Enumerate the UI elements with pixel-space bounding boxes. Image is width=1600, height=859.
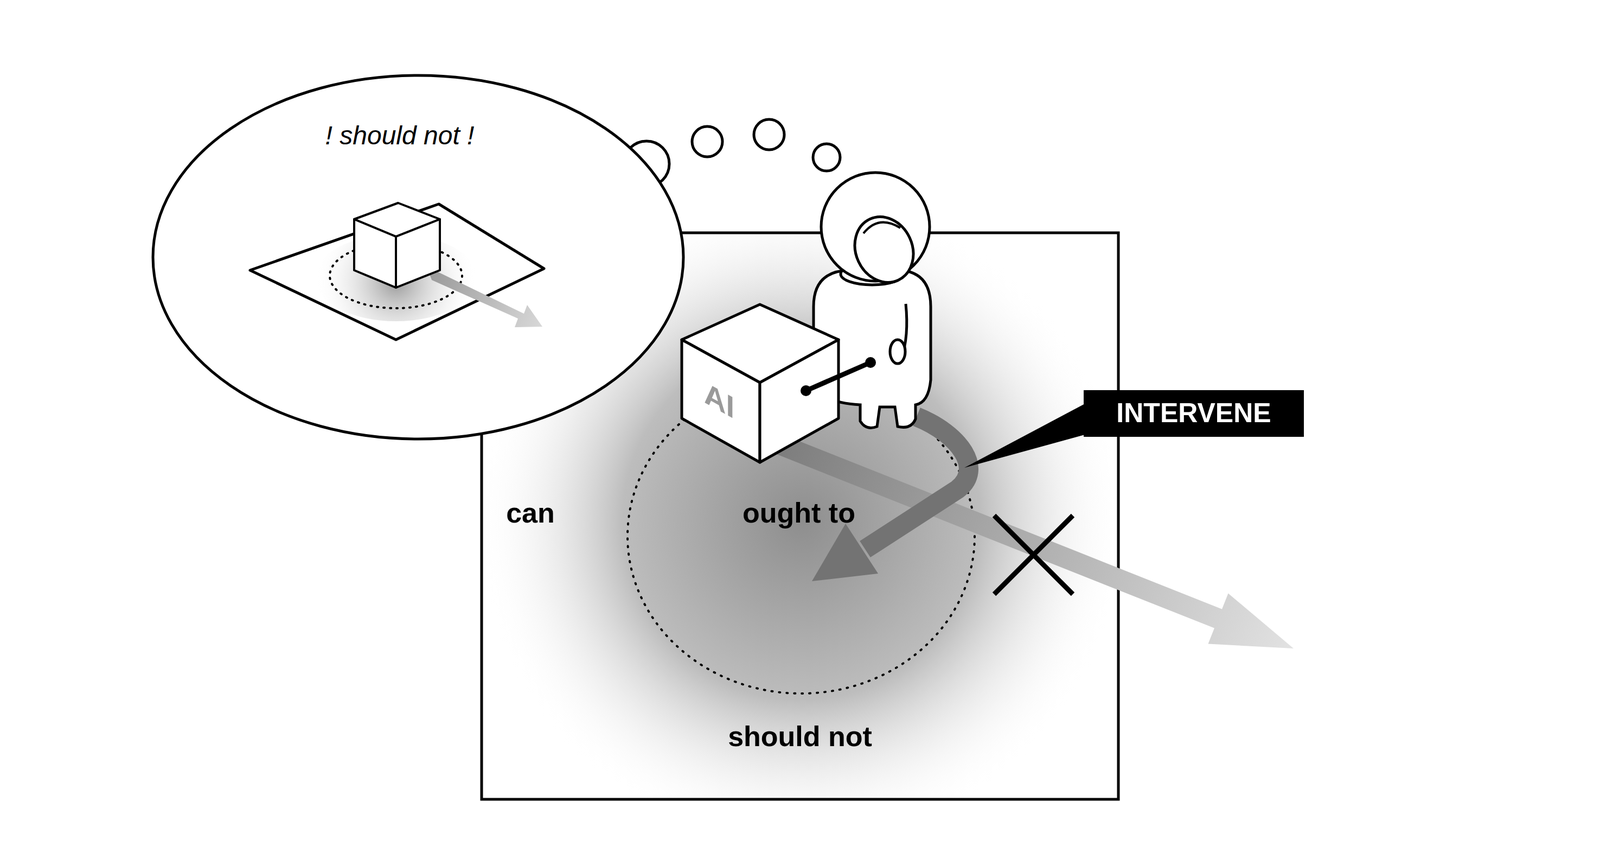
- ought-circle-node: ought to: [627, 378, 975, 694]
- node-label: AI: [704, 374, 735, 426]
- node-label: INTERVENE: [1116, 397, 1271, 430]
- callout-pointer: [964, 402, 1087, 468]
- intervene-arrowhead: [811, 523, 879, 581]
- light-arrow: [760, 428, 1294, 649]
- ai-cube-node: AI: [681, 304, 839, 463]
- node-label: should not: [727, 720, 873, 753]
- node-label: ought to: [742, 496, 856, 530]
- intervene-arrow: [865, 416, 969, 549]
- thought-bubble-node: ! should not !: [152, 75, 684, 439]
- cross-mark: [994, 515, 1073, 594]
- region-node: ought to AI can should not: [481, 232, 1119, 799]
- mini-scene: [250, 202, 544, 340]
- ai-cube: [681, 304, 839, 463]
- cube-handle: [800, 356, 876, 396]
- thought-bubble: [152, 75, 841, 439]
- node-label: ! should not !: [325, 120, 475, 151]
- node-label: can: [506, 496, 555, 530]
- callout-box: INTERVENE: [1083, 389, 1304, 437]
